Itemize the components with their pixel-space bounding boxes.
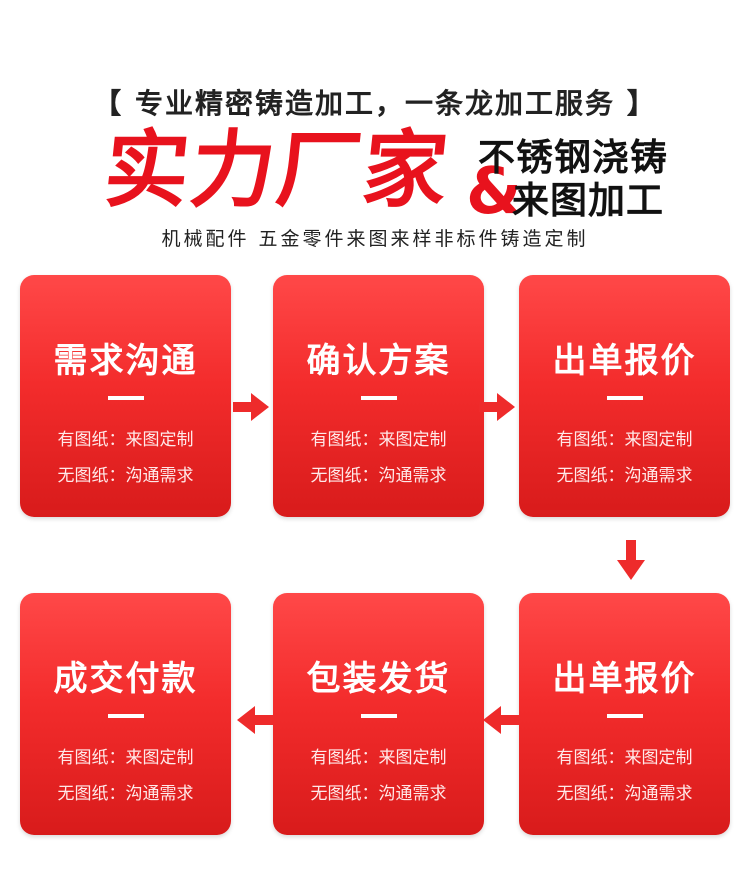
arrow-left-icon xyxy=(237,706,273,734)
arrow-right-icon xyxy=(479,393,515,421)
step-line-with-drawing: 有图纸：来图定制 xyxy=(556,748,693,768)
divider xyxy=(108,714,144,718)
step-line-without-drawing: 无图纸：沟通需求 xyxy=(556,466,693,486)
divider xyxy=(361,714,397,718)
step-card-3: 出单报价 有图纸：来图定制 无图纸：沟通需求 xyxy=(519,275,730,517)
step-line-without-drawing: 无图纸：沟通需求 xyxy=(556,784,693,804)
step-title: 需求沟通 xyxy=(53,341,198,381)
step-card-4: 成交付款 有图纸：来图定制 无图纸：沟通需求 xyxy=(20,593,231,835)
step-card-5: 包装发货 有图纸：来图定制 无图纸：沟通需求 xyxy=(273,593,484,835)
divider xyxy=(607,714,643,718)
tagline: 【 专业精密铸造加工，一条龙加工服务 】 xyxy=(93,87,657,120)
divider xyxy=(108,396,144,400)
step-title: 包装发货 xyxy=(306,659,451,699)
step-line-with-drawing: 有图纸：来图定制 xyxy=(310,430,447,450)
step-line-without-drawing: 无图纸：沟通需求 xyxy=(57,466,194,486)
step-line-with-drawing: 有图纸：来图定制 xyxy=(57,430,194,450)
step-line-without-drawing: 无图纸：沟通需求 xyxy=(310,784,447,804)
step-line-with-drawing: 有图纸：来图定制 xyxy=(556,430,693,450)
divider xyxy=(607,396,643,400)
step-line-with-drawing: 有图纸：来图定制 xyxy=(57,748,194,768)
step-title: 成交付款 xyxy=(53,659,198,699)
headline: 实力厂家 xyxy=(99,121,455,219)
step-card-6: 出单报价 有图纸：来图定制 无图纸：沟通需求 xyxy=(519,593,730,835)
step-title: 出单报价 xyxy=(552,659,697,699)
step-line-without-drawing: 无图纸：沟通需求 xyxy=(57,784,194,804)
step-title: 出单报价 xyxy=(552,341,697,381)
arrow-right-icon xyxy=(233,393,269,421)
divider xyxy=(361,396,397,400)
step-card-2: 确认方案 有图纸：来图定制 无图纸：沟通需求 xyxy=(273,275,484,517)
step-title: 确认方案 xyxy=(306,341,451,381)
service-subline: 机械配件 五金零件来图来样非标件铸造定制 xyxy=(161,228,589,250)
ampersand: & xyxy=(466,155,522,229)
arrow-down-icon xyxy=(617,540,645,580)
subtitle-stainless-casting: 不锈钢浇铸 xyxy=(478,136,668,179)
arrow-left-icon xyxy=(483,706,519,734)
step-line-with-drawing: 有图纸：来图定制 xyxy=(310,748,447,768)
step-card-1: 需求沟通 有图纸：来图定制 无图纸：沟通需求 xyxy=(20,275,231,517)
subtitle-custom-processing: 来图加工 xyxy=(512,179,664,222)
step-line-without-drawing: 无图纸：沟通需求 xyxy=(310,466,447,486)
